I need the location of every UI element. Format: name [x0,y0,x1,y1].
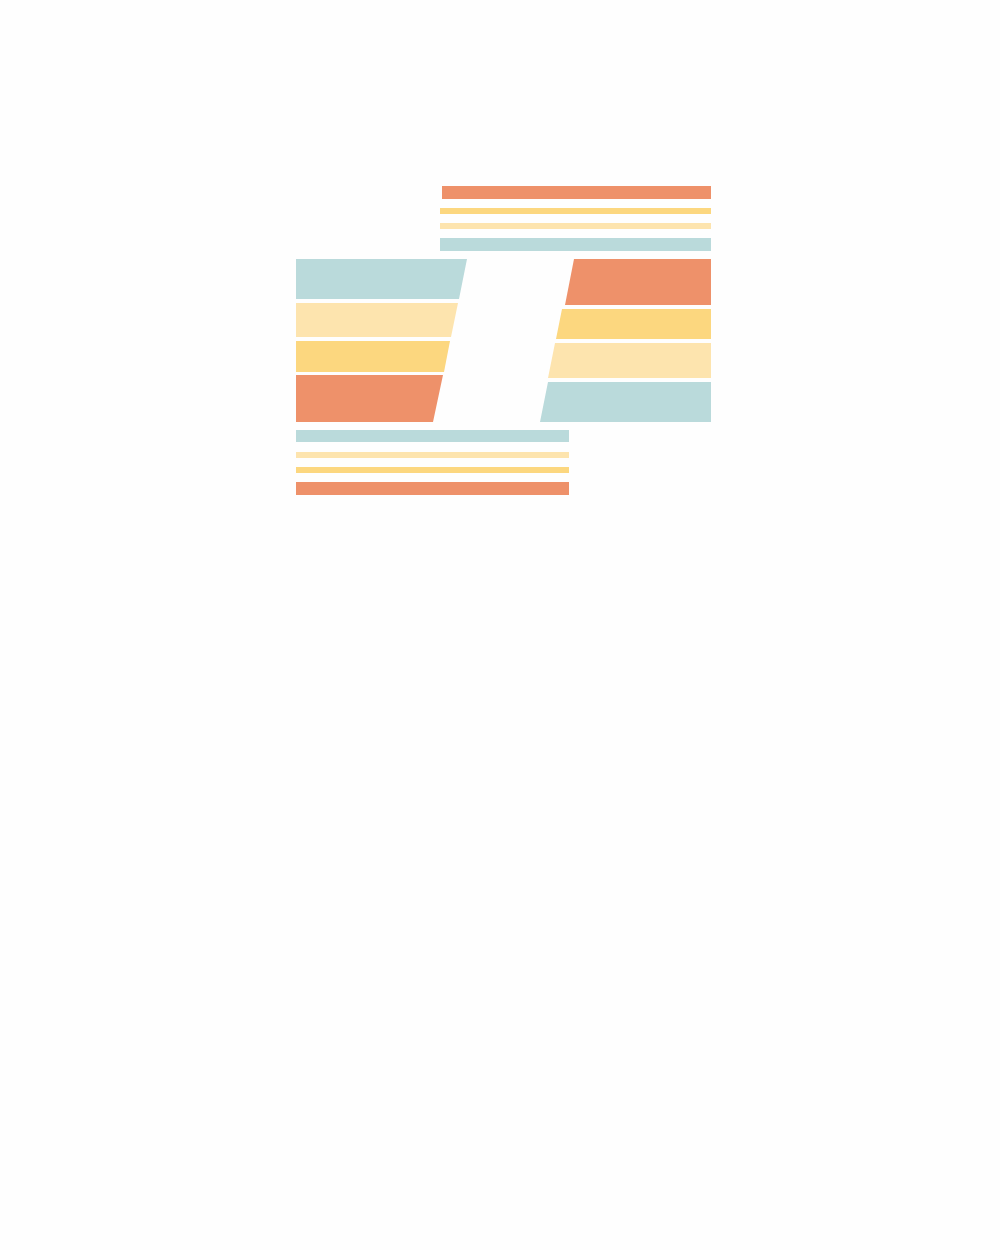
block [296,375,443,422]
stripe [296,467,569,473]
block [540,382,711,422]
block [548,343,711,378]
stripe [296,452,569,458]
stripe [440,208,711,214]
top-stripes [440,186,711,251]
block [565,259,711,305]
block [296,341,450,372]
block [296,303,458,337]
right-blocks [540,259,711,422]
stripe [442,186,711,199]
left-blocks [296,259,467,422]
bottom-stripes [296,430,569,495]
stripe [296,430,569,442]
stripe [440,223,711,229]
stripe [440,238,711,251]
block [296,259,467,299]
block [556,309,711,339]
stripe [296,482,569,495]
